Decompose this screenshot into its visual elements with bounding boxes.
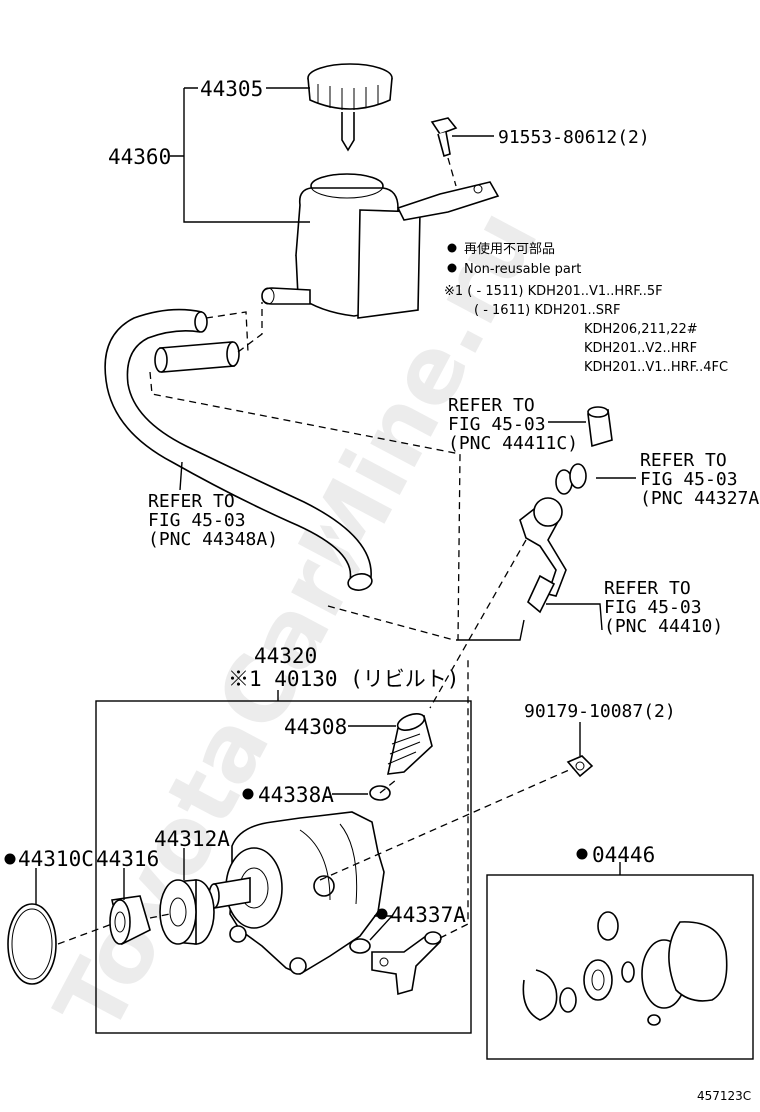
applicability-line-1: ※1 ( - 1511) KDH201..V1..HRF..5F [444,284,663,299]
label-44316: 44316 [96,847,159,871]
label-40130: ※1 40130 (リビルト) [228,667,459,691]
refer-44327A-line-3: (PNC 44327A) [640,488,760,509]
reservoir-tank-drawing [261,173,500,319]
bolt-guide-line [447,157,457,187]
pump-body-drawing [208,811,385,975]
leader-44348A [179,461,183,491]
refer-44348A-line-2: FIG 45-03 [148,510,246,531]
hose-guide-lines [149,302,461,641]
label-44312A: 44312A [154,827,230,851]
refer-44348A-line-1: REFER TO [148,491,235,512]
non-reusable-marker-icon [4,853,16,865]
refer-44327A-line-1: REFER TO [640,450,727,471]
union-bolt-drawing [587,406,613,448]
kit-04446-parts-drawing [522,911,728,1026]
non-reusable-marker-icon [242,788,254,800]
label-04446: 04446 [592,843,655,867]
applicability-line-3: KDH206,211,22# [584,322,698,337]
refer-44410-line-2: FIG 45-03 [604,597,702,618]
bolt-90179-drawing [566,755,594,778]
refer-44411C-line-2: FIG 45-03 [448,414,546,435]
seal-44316-drawing [109,895,151,946]
applicability-line-2: ( - 1611) KDH201..SRF [474,303,620,318]
legend: 再使用不可部品 Non-reusable part [447,241,581,277]
bolt-91553-drawing [430,117,458,158]
o-ring-44337A-drawing [349,938,371,954]
applicability-line-5: KDH201..V1..HRF..4FC [584,360,728,375]
connector-44308-drawing [386,713,433,775]
refer-44410-line-3: (PNC 44410) [604,616,723,637]
refer-44348A-line-3: (PNC 44348A) [148,529,278,550]
non-reusable-marker-icon [376,908,388,920]
refer-44327A: REFER TO FIG 45-03 (PNC 44327A) [640,450,760,509]
o-ring-44310C-drawing [7,903,57,985]
label-44320: 44320 [254,644,317,668]
label-44337A: 44337A [390,903,466,927]
pressure-guide-line [429,539,527,709]
figure-id: 457123C [697,1089,751,1103]
pressure-tube-drawing [519,497,567,614]
refer-44411C-line-3: (PNC 44411C) [448,433,578,454]
label-44360: 44360 [108,145,171,169]
gasket-44327A-drawing [555,463,587,495]
label-44305: 44305 [200,77,263,101]
label-44338A: 44338A [258,783,334,807]
suction-elbow-drawing [371,931,442,996]
refer-44411C-line-1: REFER TO [448,395,535,416]
leader-44360 [170,87,310,223]
non-reusable-marker-icon [576,848,588,860]
shaft-guide-line [57,913,171,945]
applicability-line-4: KDH201..V2..HRF [584,341,697,356]
legend-en: Non-reusable part [464,262,581,277]
label-44310C: 44310C [18,847,94,871]
non-reusable-marker-icon [447,243,457,253]
label-44308: 44308 [284,715,347,739]
pump-assembly-frame [95,700,472,1034]
refer-44348A: REFER TO FIG 45-03 (PNC 44348A) [148,491,278,550]
refer-44327A-line-2: FIG 45-03 [640,469,738,490]
legend-jp: 再使用不可部品 [464,241,555,257]
ref-leader-lines [456,421,636,641]
label-90179: 90179-10087(2) [524,701,676,722]
refer-44410: REFER TO FIG 45-03 (PNC 44410) [604,578,723,637]
refer-44411C: REFER TO FIG 45-03 (PNC 44411C) [448,395,578,454]
reservoir-cap-drawing [307,63,393,152]
label-91553: 91553-80612(2) [498,127,650,148]
refer-44410-line-1: REFER TO [604,578,691,599]
bearing-44312A-drawing [159,879,215,945]
hose-short-drawing [154,341,240,373]
non-reusable-marker-icon [447,263,457,273]
return-hose-drawing [104,308,373,591]
applicability-notes: ※1 ( - 1511) KDH201..V1..HRF..5F ( - 161… [444,284,728,375]
pump-guide-lines [319,660,579,939]
